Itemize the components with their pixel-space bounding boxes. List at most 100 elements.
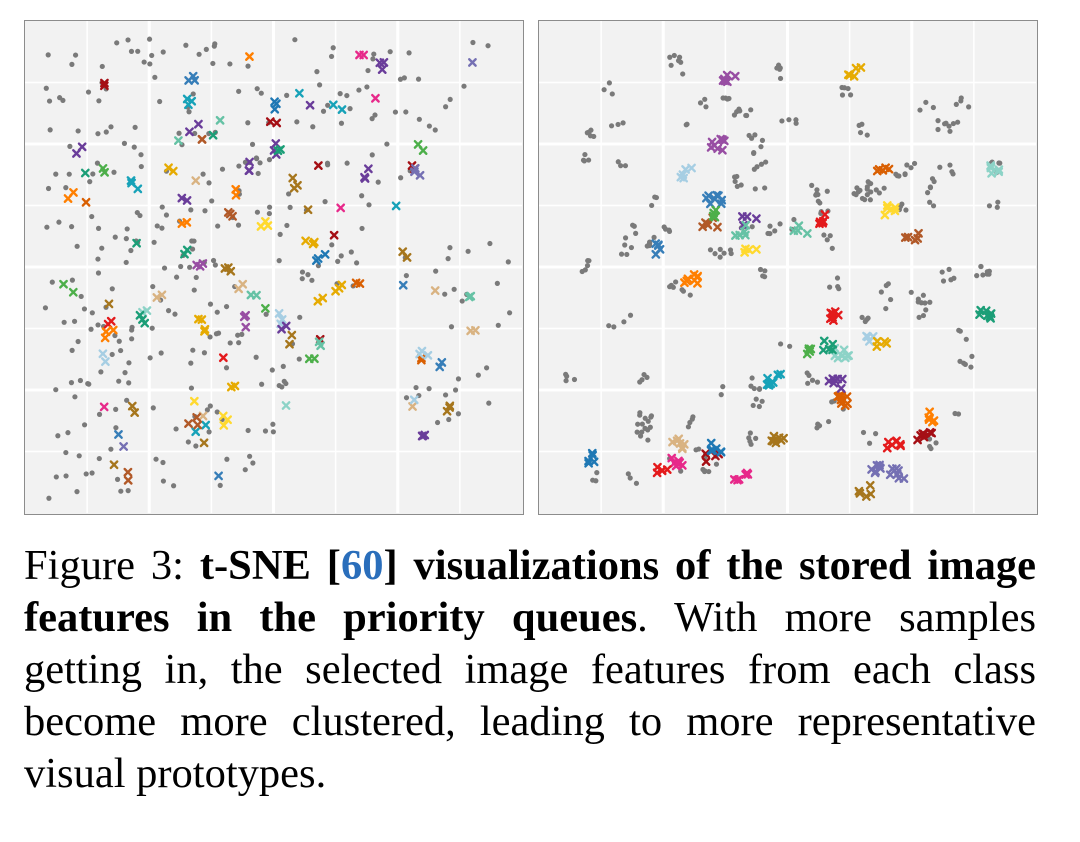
prototype-cross	[894, 473, 904, 483]
prototype-cross	[311, 256, 321, 265]
prototype-cross	[802, 229, 812, 238]
prototype-cross	[849, 71, 859, 81]
prototype-cross	[192, 413, 202, 422]
feature-point	[344, 160, 350, 166]
feature-point	[749, 224, 755, 230]
feature-point	[99, 63, 105, 70]
prototype-cross	[714, 191, 723, 201]
prototype-cross	[584, 458, 594, 468]
feature-point	[942, 121, 948, 127]
feature-point	[622, 242, 628, 248]
feature-point	[866, 440, 873, 446]
prototype-cross	[882, 201, 892, 210]
feature-point	[188, 360, 194, 366]
feature-point	[904, 162, 910, 168]
feature-point	[207, 301, 214, 307]
prototype-cross	[246, 290, 256, 300]
feature-point	[687, 419, 693, 426]
feature-point	[129, 336, 135, 342]
feature-point	[707, 247, 714, 253]
feature-point	[925, 190, 931, 196]
feature-point	[53, 474, 59, 480]
feature-point	[582, 151, 588, 158]
prototype-cross	[245, 157, 254, 167]
feature-point	[759, 398, 765, 404]
feature-point	[447, 96, 453, 103]
feature-point	[673, 279, 679, 285]
feature-point	[68, 380, 75, 386]
feature-point	[66, 171, 72, 177]
feature-point	[451, 286, 457, 292]
feature-point	[121, 140, 128, 147]
feature-point	[170, 483, 177, 489]
feature-point	[258, 90, 264, 96]
prototype-cross	[265, 117, 275, 127]
prototype-cross	[423, 350, 433, 360]
feature-point	[628, 244, 635, 251]
prototype-cross	[316, 341, 326, 351]
feature-point	[81, 306, 88, 312]
feature-point	[642, 415, 648, 421]
feature-point	[81, 422, 88, 428]
feature-point	[470, 39, 476, 46]
prototype-cross	[866, 489, 876, 499]
feature-point	[579, 268, 585, 275]
feature-point	[245, 427, 251, 434]
feature-point	[392, 109, 399, 115]
prototype-cross	[192, 260, 202, 270]
feature-point	[75, 338, 81, 345]
feature-point	[935, 118, 941, 124]
feature-point	[365, 67, 371, 74]
feature-point	[250, 460, 256, 466]
feature-point	[465, 248, 471, 254]
feature-point	[824, 237, 830, 243]
prototype-cross	[135, 310, 145, 320]
prototype-cross	[830, 351, 840, 361]
prototype-cross	[829, 378, 839, 388]
feature-point	[151, 239, 157, 245]
feature-point	[163, 212, 170, 218]
prototype-cross	[270, 97, 279, 107]
feature-point	[667, 54, 673, 60]
feature-point	[364, 84, 370, 90]
feature-point	[138, 152, 144, 158]
caption-citation[interactable]: 60	[340, 542, 384, 589]
feature-point	[72, 394, 78, 400]
feature-point	[372, 112, 378, 118]
feature-point	[455, 411, 462, 417]
feature-point	[146, 36, 153, 42]
prototype-cross	[371, 93, 380, 103]
prototype-cross	[851, 63, 861, 73]
feature-point	[286, 191, 292, 197]
feature-point	[994, 204, 1000, 210]
prototype-cross	[410, 164, 420, 173]
prototype-cross	[890, 206, 900, 216]
feature-point	[76, 453, 82, 459]
feature-point	[201, 350, 208, 356]
feature-point	[713, 461, 720, 467]
feature-point	[680, 71, 686, 77]
caption-bold-a: t-SNE [	[199, 542, 341, 589]
feature-point	[927, 184, 933, 190]
feature-point	[615, 159, 621, 165]
feature-point	[122, 370, 128, 376]
feature-point	[118, 347, 124, 354]
prototype-cross	[676, 172, 686, 182]
prototype-cross	[208, 130, 218, 140]
feature-point	[69, 61, 75, 67]
feature-point	[762, 185, 768, 191]
prototype-cross	[101, 327, 111, 337]
prototype-cross	[281, 401, 291, 410]
feature-point	[505, 259, 511, 265]
feature-point	[753, 435, 759, 441]
feature-point	[287, 204, 293, 210]
feature-point	[63, 449, 69, 456]
feature-point	[747, 438, 753, 444]
feature-point	[65, 430, 71, 436]
prototype-cross	[363, 164, 373, 174]
feature-point	[685, 424, 692, 430]
feature-point	[114, 40, 120, 46]
feature-point	[262, 428, 269, 434]
feature-point	[202, 208, 208, 214]
feature-point	[847, 92, 854, 98]
